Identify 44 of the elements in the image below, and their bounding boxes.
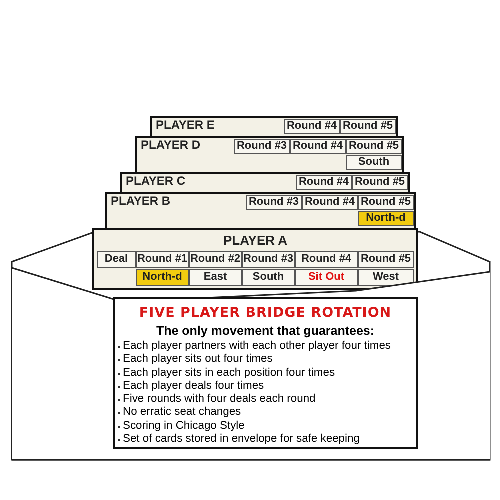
bullet-item: Set of cards stored in envelope for safe keeping — [117, 433, 392, 446]
column-header: Round #1 — [136, 251, 189, 268]
card-title: PLAYER B — [111, 195, 172, 210]
bullet-item: Scoring in Chicago Style — [117, 420, 392, 434]
bullet-item: Five rounds with four deals each round — [117, 393, 392, 406]
table-cell: South — [346, 155, 402, 170]
bullet-item: Each player sits out four times — [117, 353, 392, 367]
bullet-item: No erratic seat changes — [117, 406, 392, 420]
column-header: Round #5 — [358, 195, 414, 210]
table-cell: North-d — [358, 211, 414, 226]
table-cell: East — [189, 269, 242, 286]
info-panel — [113, 297, 418, 449]
column-header: Round #4 — [284, 119, 340, 134]
player-card — [135, 136, 404, 172]
card-title: PLAYER E — [156, 119, 216, 134]
panel-heading: FIVE PLAYER BRIDGE ROTATION — [138, 305, 393, 321]
player-card — [120, 172, 410, 192]
column-header: Deal — [97, 251, 136, 268]
column-header: Round #4 — [290, 139, 346, 154]
player-card — [150, 116, 398, 136]
bullet-item: Each player partners with each other player four times — [117, 340, 392, 354]
column-header: Round #4 — [302, 195, 358, 210]
player-card — [92, 228, 418, 290]
card-title: PLAYER C — [126, 175, 187, 190]
player-card — [105, 192, 416, 228]
column-header: Round #5 — [358, 251, 414, 268]
column-header: Round #3 — [234, 139, 290, 154]
column-header: Round #5 — [352, 175, 408, 190]
table-cell: Sit Out — [295, 269, 358, 286]
table-cell: North-d — [136, 269, 189, 286]
column-header: Round #2 — [189, 251, 242, 268]
column-header: Round #4 — [296, 175, 352, 190]
card-title: PLAYER D — [141, 139, 202, 154]
column-header: Round #3 — [242, 251, 295, 268]
table-cell: South — [242, 269, 295, 286]
column-header: Round #5 — [346, 139, 402, 154]
bullet-item: Each player sits in each position four times — [117, 366, 392, 380]
column-header: Round #3 — [246, 195, 302, 210]
card-title: PLAYER A — [222, 233, 289, 250]
column-header: Round #4 — [295, 251, 358, 268]
bullet-item: Each player deals four times — [117, 380, 392, 394]
column-header: Round #5 — [340, 119, 396, 134]
panel-subheading: The only movement that guarantees: — [155, 324, 376, 338]
table-cell: West — [358, 269, 414, 286]
